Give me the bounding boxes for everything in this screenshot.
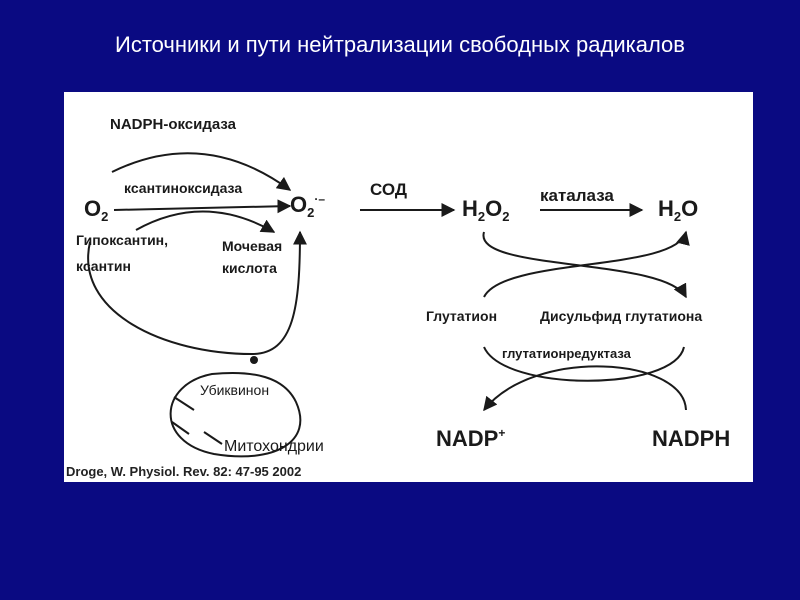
superoxide-label: O2·–	[290, 192, 326, 220]
h2o-label: H2O	[658, 196, 699, 224]
glutathione-reductase-arrow	[483, 346, 685, 382]
glutathione-label: Глутатион	[426, 308, 498, 324]
nadph-label: NADPH	[652, 426, 731, 451]
sod-label: СОД	[370, 180, 407, 199]
citation: Droge, W. Physiol. Rev. 82: 47-95 2002	[66, 464, 302, 479]
glutathione-cross-arrow-1	[482, 231, 687, 299]
glutathione-reductase-label: глутатионредуктаза	[502, 346, 631, 361]
nadph-oxidase-arrow	[111, 152, 292, 191]
ubiquinone-dot	[250, 356, 258, 364]
mitochondria-loop-arrow	[87, 230, 307, 356]
xanthine-oxidase-label: ксантиноксидаза	[124, 180, 243, 196]
uric-acid-label-line2: кислота	[222, 260, 277, 276]
diagram-panel: NADPH-оксидаза ксантиноксидаза O2 O2·– С…	[64, 92, 753, 482]
nadph-oxidase-label: NADPH-оксидаза	[110, 116, 237, 133]
uric-acid-label-line1: Мочевая	[222, 238, 283, 254]
mitochondria-label: Митохондрии	[224, 438, 324, 455]
catalase-label: каталаза	[540, 186, 614, 205]
mitochondrion-cristae-2	[171, 421, 190, 435]
h2o2-label: H2O2	[462, 196, 510, 224]
hypoxanthine-to-uric-arrow	[135, 210, 276, 233]
o2-label: O2	[84, 196, 109, 224]
nadph-to-nadp-arrow	[483, 365, 687, 412]
glutathione-disulfide-label: Дисульфид глутатиона	[540, 308, 703, 324]
ubiquinone-label: Убиквинон	[200, 382, 270, 398]
mitochondrion-shape	[169, 371, 302, 458]
mitochondrion-cristae-1	[173, 396, 195, 411]
mitochondrion-cristae-3	[203, 431, 223, 445]
hypoxanthine-label-line2: ксантин	[76, 258, 131, 274]
diagram-arrows	[87, 152, 690, 458]
slide-title: Источники и пути нейтрализации свободных…	[115, 32, 685, 57]
glutathione-cross-arrow-2	[483, 230, 690, 298]
xanthine-oxidase-arrow	[113, 199, 292, 214]
hypoxanthine-label-line1: Гипоксантин,	[76, 232, 169, 248]
nadp-label: NADP+	[436, 426, 506, 451]
